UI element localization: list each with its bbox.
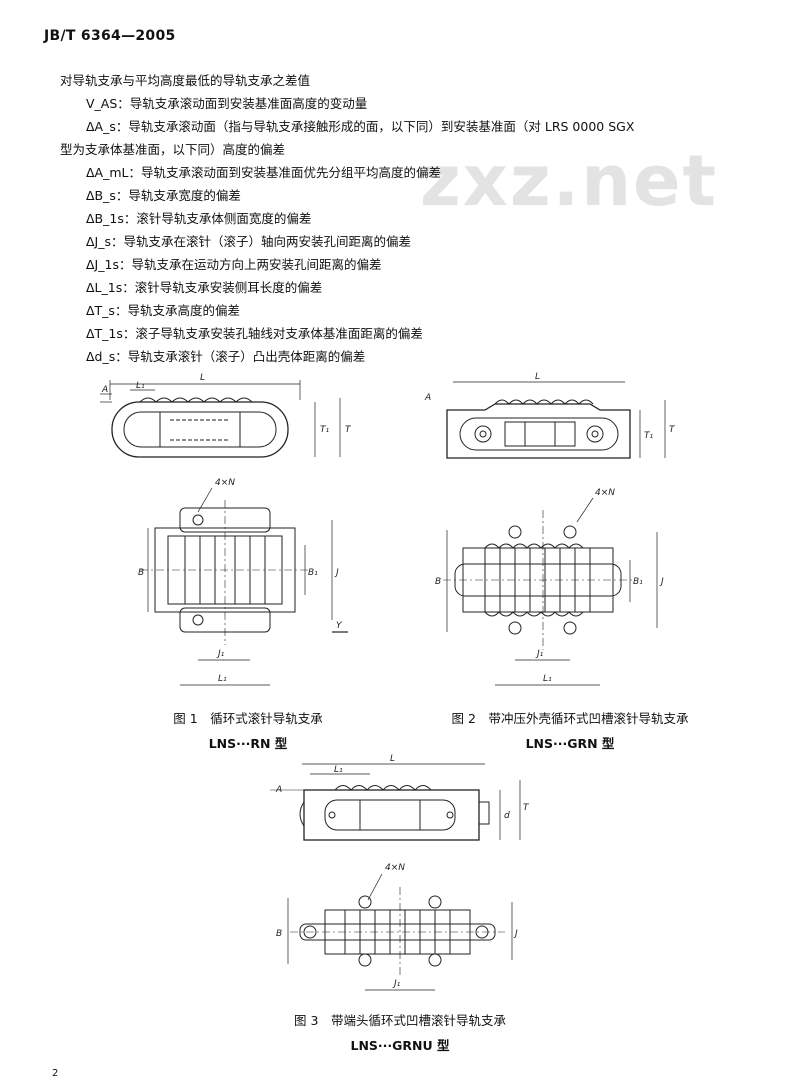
definition-line-6: ΔB_1s：滚针导轨支承体侧面宽度的偏差	[86, 211, 312, 226]
page-number: 2	[52, 1068, 59, 1079]
fig1-dim-T: T	[345, 425, 352, 435]
watermark-text: zxz.net	[420, 140, 718, 222]
fig1-dim-L1-top: L₁	[218, 674, 227, 684]
figure-1-drawing: L L₁ T₁ T A 4×N	[100, 370, 390, 700]
fig1-dim-T1: T₁	[320, 425, 329, 435]
definition-line-5: ΔB_s：导轨支承宽度的偏差	[86, 188, 241, 203]
figure-3-caption: 图 3 带端头循环式凹槽滚针导轨支承 LNS···GRNU 型	[250, 1010, 550, 1054]
definition-line-0: 对导轨支承与平均高度最低的导轨支承之差值	[60, 73, 311, 88]
fig2-dim-B1: B₁	[633, 577, 643, 587]
fig1-top-view: B B₁ J J₁ L₁ Y	[138, 500, 348, 686]
fig3-top-view: B J J₁	[276, 887, 518, 991]
definition-line-10: ΔT_s：导轨支承高度的偏差	[86, 303, 240, 318]
fig1-dim-J: J	[334, 568, 339, 578]
fig2-dim-B: B	[435, 577, 441, 587]
fig3-dim-d: d	[504, 811, 510, 821]
fig3-dim-J: J	[513, 929, 518, 939]
fig3-dim-T: T	[523, 803, 530, 813]
fig2-dim-J1: J₁	[535, 649, 544, 659]
definition-line-7: ΔJ_s：导轨支承在滚针（滚子）轴向两安装孔间距离的偏差	[86, 234, 412, 249]
fig1-dim-B1: B₁	[308, 568, 318, 578]
definition-line-2: ΔA_s：导轨支承滚动面（指与导轨支承接触形成的面，以下同）到安装基准面（对 L…	[86, 119, 635, 134]
fig2-dim-L: L	[535, 372, 540, 382]
fig3-side-view: L L₁ d T A	[270, 754, 530, 841]
figure-3-drawing: L L₁ d T A 4×N	[270, 752, 530, 1002]
fig2-dim-L1: L₁	[543, 674, 552, 684]
definition-line-11: ΔT_1s：滚子导轨支承安装孔轴线对支承体基准面距离的偏差	[86, 326, 423, 341]
definition-line-8: ΔJ_1s：导轨支承在运动方向上两安装孔间距离的偏差	[86, 257, 382, 272]
fig2-dim-T: T	[669, 425, 676, 435]
figure-3-model: LNS···GRNU 型	[350, 1038, 450, 1053]
fig1-dim-J1: J₁	[216, 649, 225, 659]
fig3-dim-L1: L₁	[334, 765, 343, 775]
fig2-dim-J: J	[659, 577, 664, 587]
definition-line-1: V_AS：导轨支承滚动面到安装基准面高度的变动量	[86, 96, 368, 111]
fig2-side-view: L T₁ T A	[424, 372, 676, 459]
figure-2-model: LNS···GRN 型	[525, 736, 615, 751]
fig1-hole-label: 4×N	[215, 478, 235, 488]
definition-line-9: ΔL_1s：滚针导轨支承安装侧耳长度的偏差	[86, 280, 323, 295]
fig2-hole-label: 4×N	[595, 488, 615, 498]
fig1-dim-L: L	[200, 373, 205, 383]
fig2-dim-T1: T₁	[644, 431, 653, 441]
figure-1-model: LNS···RN 型	[208, 736, 288, 751]
fig1-dim-L1: L₁	[136, 381, 145, 391]
definition-line-3: 型为支承体基准面，以下同）高度的偏差	[60, 142, 286, 157]
fig2-top-view: B B₁ J J₁ L₁	[435, 510, 664, 686]
fig2-dim-A: A	[424, 393, 431, 403]
fig3-dim-L: L	[390, 754, 395, 764]
figure-2-drawing: L T₁ T A 4×N	[424, 370, 695, 700]
fig3-dim-B: B	[276, 929, 282, 939]
fig1-dim-A: A	[101, 385, 108, 395]
fig1-section-Y: Y	[336, 621, 343, 631]
fig1-side-view: L L₁ T₁ T A	[100, 373, 352, 458]
definition-line-4: ΔA_mL：导轨支承滚动面到安装基准面优先分组平均高度的偏差	[86, 165, 442, 180]
standard-number: JB/T 6364—2005	[44, 28, 176, 44]
fig1-dim-B: B	[138, 568, 144, 578]
fig3-dim-J1: J₁	[392, 979, 401, 989]
figure-2-caption: 图 2 带冲压外壳循环式凹槽滚针导轨支承 LNS···GRN 型	[410, 708, 730, 752]
fig3-hole-label: 4×N	[385, 863, 405, 873]
definition-line-12: Δd_s：导轨支承滚针（滚子）凸出壳体距离的偏差	[86, 349, 366, 364]
figure-1-caption: 图 1 循环式滚针导轨支承 LNS···RN 型	[128, 708, 368, 752]
